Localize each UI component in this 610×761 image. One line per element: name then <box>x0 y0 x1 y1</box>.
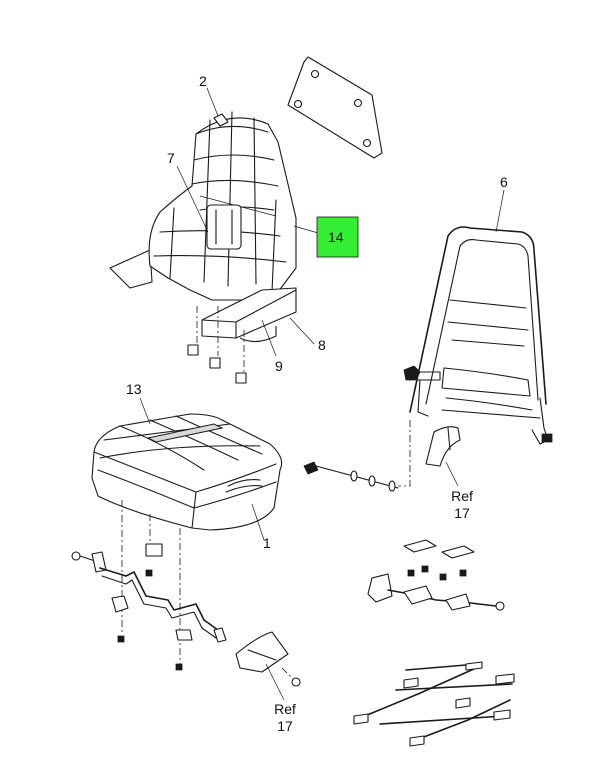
side-bracket-right <box>425 426 461 467</box>
seat-rail-assembly <box>71 543 227 671</box>
base-frame <box>353 661 515 747</box>
side-bracket-bottom <box>235 631 301 687</box>
ref-label-bottom-line1[interactable]: Ref <box>274 701 296 717</box>
cushion-dash-lines <box>121 500 181 664</box>
mounting-plate <box>287 56 383 159</box>
callout-2[interactable]: 2 <box>199 73 207 89</box>
bolt-washers <box>303 420 411 492</box>
callout-7[interactable]: 7 <box>167 150 175 166</box>
highlight-box-14[interactable] <box>316 216 359 258</box>
callout-9[interactable]: 9 <box>275 358 283 374</box>
leader-lines <box>139 87 505 701</box>
armrest <box>201 287 297 343</box>
seat-cushion <box>91 413 283 531</box>
callout-8[interactable]: 8 <box>318 337 326 353</box>
callout-14[interactable]: 14 <box>328 229 344 245</box>
foam-pads <box>187 306 247 384</box>
ref-label-bottom-line2[interactable]: 17 <box>277 718 293 734</box>
callout-6[interactable]: 6 <box>500 174 508 190</box>
seat-back-frame <box>403 226 553 445</box>
callout-1[interactable]: 1 <box>263 535 271 551</box>
ref-label-right-line1[interactable]: Ref <box>451 488 473 504</box>
slide-mechanism <box>367 539 505 611</box>
seat-back-cushion <box>109 111 297 301</box>
callout-13[interactable]: 13 <box>126 381 142 397</box>
ref-label-right-line2[interactable]: 17 <box>454 505 470 521</box>
